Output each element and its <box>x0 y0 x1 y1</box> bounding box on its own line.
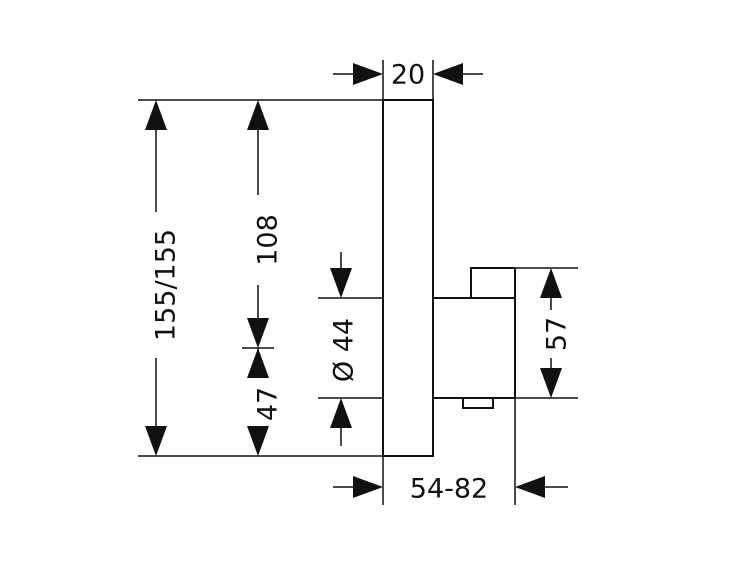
arrow-left <box>433 63 463 85</box>
label-upper-height: 108 <box>253 214 284 266</box>
arrow-up <box>330 398 352 428</box>
arrow-down <box>247 318 269 348</box>
dimension-lower-height: 47 <box>242 347 284 456</box>
dimension-depth: 54-82 <box>333 474 568 505</box>
arrow-down <box>540 368 562 398</box>
label-total-height: 155/155 <box>151 229 182 341</box>
wall-plate <box>382 99 434 457</box>
handle-knob <box>470 267 516 299</box>
valve-body <box>432 297 516 399</box>
label-handle-height: 57 <box>542 317 573 351</box>
dimension-total-height: 155/155 <box>145 100 182 456</box>
arrow-down <box>247 426 269 456</box>
dimension-top-width: 20 <box>333 60 483 91</box>
arrow-down <box>330 268 352 298</box>
dimension-upper-height: 108 <box>247 100 284 348</box>
product-outline <box>382 99 516 457</box>
label-depth: 54-82 <box>410 474 488 505</box>
arrow-right <box>353 63 383 85</box>
arrow-up <box>145 100 167 130</box>
arrow-up <box>540 268 562 298</box>
extension-lines <box>138 60 578 505</box>
bottom-tab <box>462 397 494 409</box>
label-lower-height: 47 <box>253 387 284 421</box>
arrow-left <box>515 476 545 498</box>
dimension-handle-height: 57 <box>540 268 573 398</box>
arrow-up <box>247 100 269 130</box>
dimension-diameter: Ø 44 <box>329 252 360 446</box>
label-diameter: Ø 44 <box>329 318 360 382</box>
arrow-up <box>247 348 269 378</box>
arrow-right <box>353 476 383 498</box>
arrow-down <box>145 426 167 456</box>
label-top-width: 20 <box>391 60 425 91</box>
